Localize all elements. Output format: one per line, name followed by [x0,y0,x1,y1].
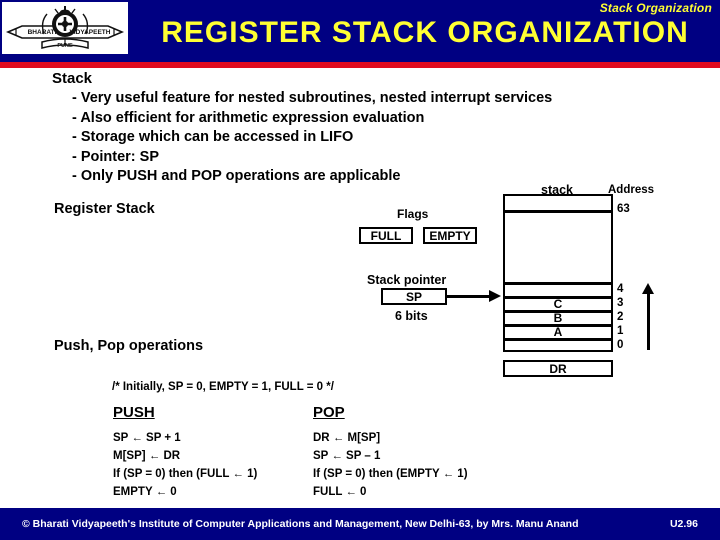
header-subtitle: Stack Organization [599,1,712,15]
stack-address-label: 63 [617,203,630,215]
stack-growth-arrow-line [647,292,650,350]
stack-cell-value: C [553,297,563,311]
label-stack-pointer: Stack pointer [367,273,447,287]
label-address-column: Address [608,184,655,196]
logo-text-left: BHARATI [28,29,57,36]
bullet-item: - Only PUSH and POP operations are appli… [72,168,401,185]
section-heading-stack: Stack [52,70,93,87]
stack-cell-value: B [553,311,563,325]
pseudocode-line: FULL ← 0 [313,486,367,498]
sp-to-stack-arrow-head [489,290,501,302]
stack-row-divider [503,210,613,213]
pseudocode-heading-pop: POP [313,404,345,421]
stack-row-divider [503,310,613,313]
logo-text-bottom: PUNE [57,43,73,49]
bullet-item: - Also efficient for arithmetic expressi… [72,109,425,126]
crest-logo-icon: BHARATI VIDYAPEETH PUNE [2,2,128,54]
pseudocode-line: M[SP] ← DR [113,450,181,462]
institution-logo: BHARATI VIDYAPEETH PUNE [2,2,128,54]
footer-page-number: U2.96 [669,518,698,530]
footer-copyright: © Bharati Vidyapeeth's Institute of Comp… [22,518,579,530]
sp-to-stack-arrow-line [447,295,497,298]
data-register-box: DR [503,360,613,377]
stack-address-label: 0 [617,339,624,351]
pseudocode-line: DR ← M[SP] [313,432,381,444]
stack-address-label: 4 [617,283,624,295]
pseudocode-line: If (SP = 0) then (EMPTY ← 1) [313,468,468,480]
stack-row-divider [503,338,613,341]
label-sp-bit-width: 6 bits [395,309,428,323]
footer-bar [0,508,720,540]
label-stack-column: stack [541,183,573,197]
stack-growth-arrow-head [642,283,654,294]
flag-box-empty: EMPTY [423,227,477,244]
stack-row-divider [503,324,613,327]
label-push-pop-operations: Push, Pop operations [54,338,204,354]
label-flags: Flags [397,207,429,221]
stack-bullet-list: - Very useful feature for nested subrout… [72,89,552,187]
stack-cell-value: A [553,325,563,339]
page-title: REGISTER STACK ORGANIZATION [161,16,689,49]
bullet-item: - Very useful feature for nested subrout… [72,90,553,106]
stack-address-label: 1 [617,325,624,337]
bullet-item: - Storage which can be accessed in LIFO [72,129,354,146]
pseudocode-heading-push: PUSH [113,404,155,421]
pseudocode-block-pop: DR ← M[SP] SP ← SP – 1 If (SP = 0) then … [313,429,468,501]
pseudocode-line: SP ← SP + 1 [113,432,181,444]
pseudocode-line: SP ← SP – 1 [313,450,381,462]
stack-row-divider [503,296,613,299]
logo-text-right: VIDYAPEETH [70,29,111,36]
bullet-item: - Pointer: SP [72,148,160,165]
pseudocode-comment: /* Initially, SP = 0, EMPTY = 1, FULL = … [112,381,334,393]
flag-box-full: FULL [359,227,413,244]
stack-address-label: 3 [617,297,624,309]
stack-pointer-box: SP [381,288,447,305]
pseudocode-line: If (SP = 0) then (FULL ← 1) [113,468,258,480]
stack-row-divider [503,282,613,285]
header-divider-rule [0,62,720,68]
stack-address-label: 2 [617,311,624,323]
pseudocode-block-push: SP ← SP + 1 M[SP] ← DR If (SP = 0) then … [113,429,257,501]
label-register-stack: Register Stack [54,201,155,217]
pseudocode-line: EMPTY ← 0 [113,486,177,498]
